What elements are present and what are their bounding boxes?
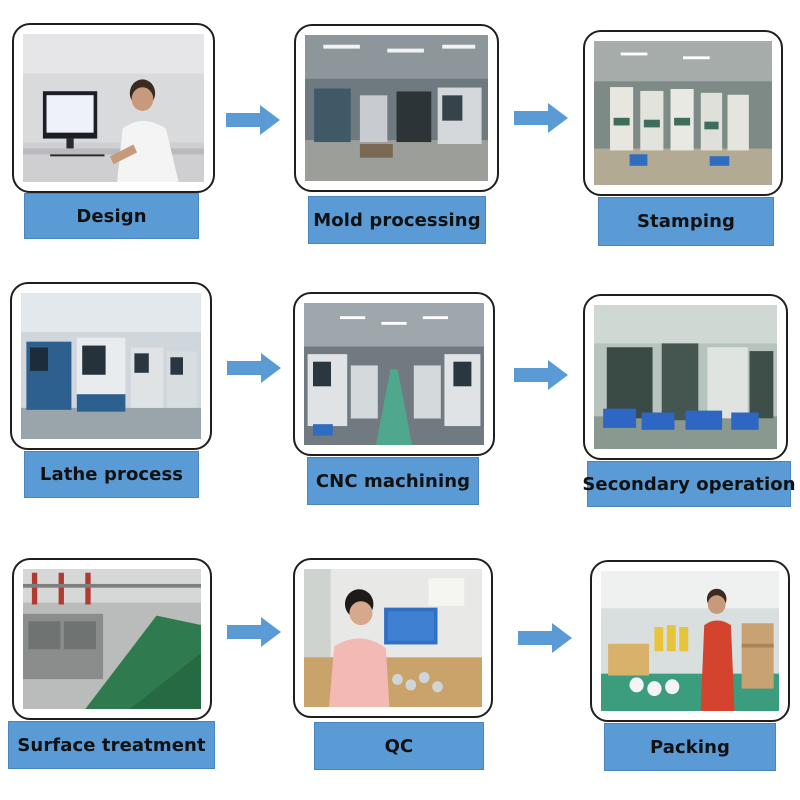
cnc-machining-photo-frame: [293, 292, 495, 456]
secondary-operation-photo-frame: [583, 294, 788, 460]
flow-arrow-icon: [227, 353, 281, 383]
lathe-process-photo-frame: [10, 282, 212, 450]
flow-arrow-icon: [226, 105, 280, 135]
quality-inspection-photo: [304, 569, 482, 707]
step-label: Mold processing: [308, 196, 486, 244]
lathe-machines-photo: [21, 293, 201, 439]
step-label: Packing: [604, 723, 776, 771]
stamping-photo-frame: [583, 30, 783, 196]
flow-arrow-icon: [518, 623, 572, 653]
flow-arrow-icon: [514, 103, 568, 133]
step-label: Lathe process: [24, 451, 199, 498]
packing-photo-frame: [590, 560, 790, 722]
flow-arrow-icon: [514, 360, 568, 390]
step-label: Design: [24, 193, 199, 239]
packing-station-photo: [601, 571, 779, 711]
plating-line-photo: [23, 569, 201, 709]
qc-photo-frame: [293, 558, 493, 718]
step-label: QC: [314, 722, 484, 770]
mold-workshop-photo: [305, 35, 488, 181]
engineer-at-computer-photo: [23, 34, 204, 182]
step-label: Stamping: [598, 197, 774, 246]
mold-processing-photo-frame: [294, 24, 499, 192]
secondary-operation-photo: [594, 305, 777, 449]
cnc-machine-hall-photo: [304, 303, 484, 445]
flow-arrow-icon: [227, 617, 281, 647]
design-photo-frame: [12, 23, 215, 193]
surface-treatment-photo-frame: [12, 558, 212, 720]
step-label: CNC machining: [307, 457, 479, 505]
stamping-press-photo: [594, 41, 772, 185]
step-label: Surface treatment: [8, 721, 215, 769]
step-label: Secondary operation: [582, 461, 796, 507]
